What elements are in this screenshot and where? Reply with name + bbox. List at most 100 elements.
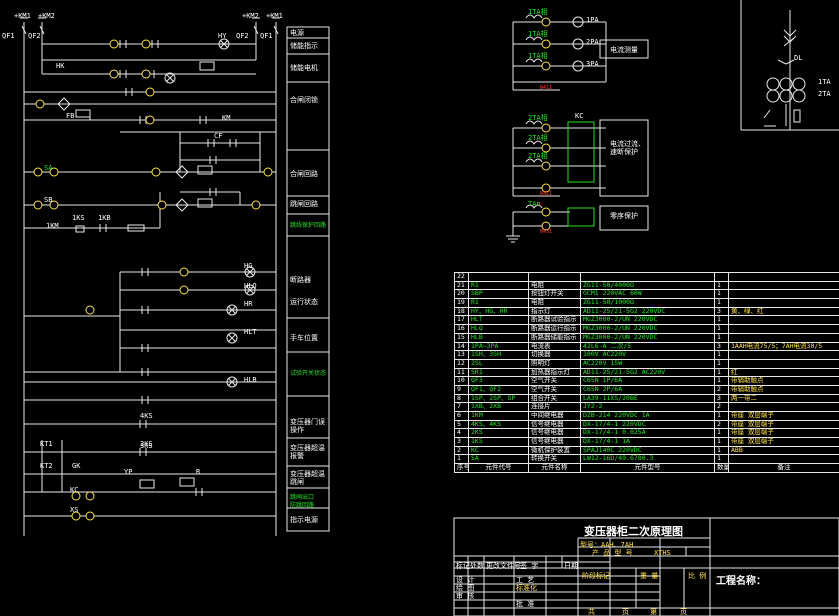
primary-diagram — [740, 0, 839, 131]
table-cell-note — [728, 358, 839, 369]
ammeter-label: 2PA — [586, 38, 599, 46]
table-cell-type: MGZ3000-2/UN 220VDC — [580, 324, 715, 334]
function-label: 跳闸回路 — [290, 200, 318, 208]
section-label: 零序保护 — [610, 212, 638, 220]
device-label: 4KS — [140, 412, 153, 420]
table-cell-qty: 1 — [714, 332, 729, 343]
breaker-label: QF1 — [260, 32, 273, 40]
table-cell-no: 15 — [454, 332, 469, 343]
relay-box-icon — [567, 121, 595, 227]
table-cell-note — [728, 298, 839, 308]
table-cell-no: 13 — [454, 350, 469, 360]
table-cell-name: 指示灯 — [528, 306, 581, 317]
table-cell-type: 100V AC220V — [580, 350, 715, 360]
table-cell-qty: 2 — [714, 384, 729, 395]
table-cell-no: 4 — [454, 428, 469, 439]
table-cell-name: 断路器储能指示 — [528, 332, 581, 343]
table-cell-note: 1AAH电流75/5；7AH电流30/5 — [728, 341, 839, 352]
function-label: 变压器超温跳闸 — [290, 470, 325, 486]
table-cell-no: 1 — [454, 454, 469, 465]
table-header-no: 序号 — [454, 463, 469, 473]
table-cell-name: 信号继电器 — [528, 419, 581, 430]
table-cell-qty: 1 — [714, 298, 729, 308]
product-label: 产 品 型 号 — [592, 549, 633, 557]
table-cell-no: 22 — [454, 272, 469, 282]
device-label: HLT — [244, 328, 257, 336]
table-cell-type: DX-17/4-1 220VDC — [580, 419, 715, 430]
table-cell-note — [728, 272, 839, 282]
table-cell-qty: 1 — [714, 411, 729, 421]
relay-label: KC — [575, 112, 584, 120]
device-label: 2KS — [140, 440, 153, 448]
drawing-title: 变压器柜二次原理图 — [584, 525, 683, 538]
table-cell-code: 2KS — [468, 428, 529, 439]
device-label: SA — [44, 164, 53, 172]
tb-stage: 阶段标记 — [582, 572, 610, 580]
table-cell-name: 中间继电器 — [528, 411, 581, 421]
breaker-label: QF2 — [28, 32, 41, 40]
current-transformer-icon — [525, 14, 543, 209]
table-cell-note — [728, 324, 839, 334]
table-cell-type: MGZ3000-2/UN 220VDC — [580, 315, 715, 326]
device-label: R — [196, 468, 201, 476]
tb-sign: 签 字 — [520, 562, 539, 570]
table-cell-code: R1 — [468, 280, 529, 291]
table-cell-name: 空气开关 — [528, 376, 581, 386]
primary-label: 2TA — [818, 90, 831, 98]
table-cell-name: 按钮灯开关 — [528, 289, 581, 300]
table-cell-code: SR1 — [468, 367, 529, 378]
table-cell-note: 带座 双层端子 — [728, 428, 839, 439]
device-label: GK — [72, 462, 81, 470]
table-cell-code: SA — [468, 454, 529, 465]
device-label: CF — [214, 132, 223, 140]
ammeter-label: 1PA — [586, 16, 599, 24]
table-cell-name: 连接片 — [528, 402, 581, 412]
table-cell-name: 转换开关 — [528, 454, 581, 465]
table-row: 22 — [454, 272, 839, 282]
table-cell-no: 11 — [454, 367, 469, 378]
ammeter-label: 3PA — [586, 60, 599, 68]
table-cell-qty: 1 — [714, 376, 729, 386]
section-label: 电流测量 — [610, 46, 638, 54]
supply-label: +KM2 — [242, 12, 259, 20]
fuse-icon — [20, 17, 280, 35]
tb-total: 共 — [588, 608, 595, 616]
function-label: 运行状态 — [290, 298, 318, 306]
node-label: N431 — [540, 229, 553, 235]
table-cell-qty: 1 — [714, 350, 729, 360]
table-cell-type: AD11-25/21-5G2 AC220V — [580, 367, 715, 378]
table-cell-note: 带座 双层端子 — [728, 437, 839, 447]
function-label: 跳线保护回路 — [290, 222, 327, 229]
primary-label: 1TA — [818, 78, 831, 86]
table-cell-no: 18 — [454, 306, 469, 317]
table-cell-code: QF1、QF2 — [468, 384, 529, 395]
breaker-label: QF2 — [236, 32, 249, 40]
supply-label: +KM1 — [14, 12, 31, 20]
table-cell-type: C65N 2P/6A — [580, 384, 715, 395]
table-cell-note — [728, 289, 839, 300]
tb-scale: 比 例 — [688, 572, 707, 580]
table-cell-note — [728, 280, 839, 291]
tb-sheet: 第 — [650, 608, 657, 616]
ct-label: 2TA相 — [528, 134, 548, 142]
primary-label: DL — [794, 54, 803, 62]
device-label: HK — [56, 62, 65, 70]
device-label: HLQ — [244, 282, 257, 290]
sheet-code: XTHS — [654, 549, 671, 557]
table-cell-type: MGZ3000-2/UN 220VDC — [580, 332, 715, 343]
node-label: N411 — [540, 85, 553, 91]
table-cell-note: 带座 双层端子 — [728, 419, 839, 430]
device-label: SB — [44, 196, 53, 204]
table-cell-name: 电阻 — [528, 280, 581, 291]
function-label: 电源 — [290, 29, 304, 37]
function-column — [286, 26, 330, 532]
